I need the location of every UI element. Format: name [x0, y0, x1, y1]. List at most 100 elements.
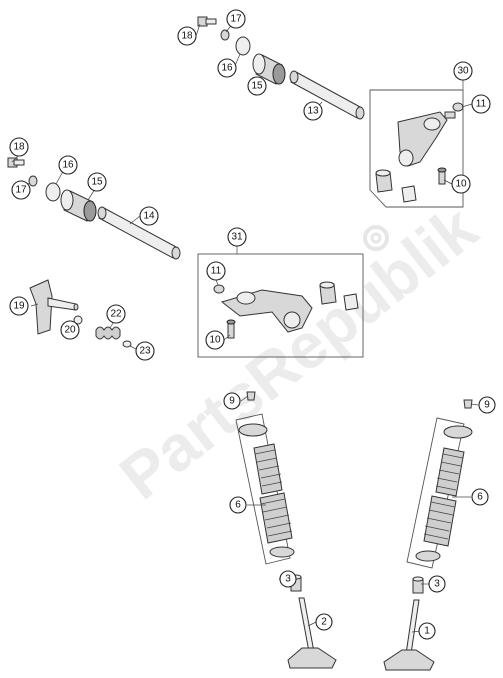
watermark-gear-icon: [363, 225, 389, 251]
inner-spring-right: [435, 447, 465, 497]
bushing-30: [401, 185, 417, 203]
svg-text:17: 17: [230, 14, 242, 25]
svg-text:18: 18: [181, 31, 193, 42]
callout-31: 31: [227, 227, 247, 247]
nut-30: [452, 102, 464, 112]
valve-keeper-left: [246, 391, 256, 401]
rocker-shaft-left: [97, 206, 181, 260]
svg-text:9: 9: [229, 396, 235, 407]
svg-text:16: 16: [221, 63, 233, 74]
inner-spring-left: [253, 443, 283, 495]
callout-23: 23: [135, 341, 155, 361]
callout-2: 2: [315, 613, 333, 631]
callout-9-left: 9: [223, 392, 241, 410]
rocker-arm-31: [220, 289, 313, 333]
rocker-arm-30: [397, 111, 456, 167]
svg-text:22: 22: [110, 309, 122, 320]
svg-text:15: 15: [91, 177, 103, 188]
svg-text:19: 19: [13, 301, 25, 312]
valve-spring-box-left: [235, 413, 295, 565]
adjust-screw-31: [226, 319, 236, 339]
spring-22: [95, 326, 121, 340]
bearing-cap-top: [252, 53, 286, 85]
svg-text:17: 17: [15, 185, 27, 196]
callout-10-top: 10: [451, 174, 471, 194]
svg-text:18: 18: [13, 142, 25, 153]
svg-text:3: 3: [285, 574, 291, 585]
roller-30: [375, 169, 393, 193]
svg-text:16: 16: [62, 160, 74, 171]
callout-6-right: 6: [471, 488, 489, 506]
callout-6-left: 6: [229, 496, 247, 514]
svg-text:14: 14: [143, 211, 155, 222]
spring-seat-left: [269, 546, 295, 558]
nut-31: [213, 284, 225, 294]
svg-text:1: 1: [424, 626, 430, 637]
washer-top: [220, 29, 230, 41]
svg-text:13: 13: [307, 106, 319, 117]
callout-17-top: 17: [226, 9, 246, 29]
svg-text:9: 9: [484, 400, 490, 411]
callout-20: 20: [60, 320, 80, 340]
washer-left: [28, 175, 38, 187]
svg-text:30: 30: [457, 66, 469, 77]
spring-retainer-right: [443, 425, 473, 439]
callout-3-right: 3: [428, 575, 446, 593]
callout-9-right: 9: [478, 396, 496, 414]
watermark: PartsRepublik: [107, 191, 491, 513]
outer-spring-right: [423, 495, 457, 547]
valve-spring-box-right: [406, 417, 473, 569]
rocker-arm-box-31: [197, 246, 364, 358]
bushing-31: [343, 293, 359, 311]
o-ring-top: [235, 36, 251, 56]
callout-22: 22: [106, 304, 126, 324]
bearing-cap-left: [60, 189, 97, 222]
outer-spring-left: [259, 492, 293, 544]
svg-text:15: 15: [251, 81, 263, 92]
callout-17-left: 17: [11, 180, 31, 200]
decompression-lever: [29, 279, 79, 335]
svg-text:2: 2: [321, 617, 327, 628]
callout-14: 14: [139, 206, 159, 226]
screw-top: [197, 16, 217, 27]
spring-retainer-left: [238, 423, 268, 437]
svg-text:10: 10: [455, 179, 467, 190]
callout-30: 30: [453, 61, 473, 81]
watermark-text: PartsRepublik: [107, 191, 491, 513]
svg-text:10: 10: [209, 335, 221, 346]
callout-11-mid: 11: [206, 261, 226, 281]
svg-text:6: 6: [477, 492, 483, 503]
callout-18-left: 18: [9, 137, 29, 157]
valve-keeper-right: [463, 399, 473, 409]
screw-left: [7, 157, 25, 168]
callout-13: 13: [303, 101, 323, 121]
callout-11-top: 11: [471, 94, 491, 114]
circlip-20: [73, 315, 83, 325]
leader-lines: [11, 21, 479, 633]
svg-text:20: 20: [64, 325, 76, 336]
callout-16-left: 16: [58, 155, 78, 175]
callout-16-top: 16: [217, 58, 237, 78]
left-shaft-group: [7, 157, 181, 260]
spring-seat-right: [415, 550, 441, 562]
exhaust-valve-2: [287, 597, 337, 669]
svg-text:3: 3: [434, 579, 440, 590]
callout-18-top: 18: [177, 26, 197, 46]
svg-text:11: 11: [476, 99, 487, 110]
svg-text:31: 31: [231, 232, 243, 243]
circlip-23: [122, 340, 132, 348]
top-shaft-group: [197, 16, 365, 120]
rocker-arm-box-30: [369, 78, 464, 208]
o-ring-left: [45, 182, 61, 202]
valve-stem-seal-right: [412, 576, 424, 594]
callout-3-left: 3: [279, 570, 297, 588]
roller-31: [319, 281, 337, 305]
rocker-shaft-top: [289, 70, 365, 120]
callout-15-left: 15: [87, 172, 107, 192]
callout-15-top: 15: [247, 76, 267, 96]
callout-19: 19: [9, 296, 29, 316]
adjust-screw-30: [437, 167, 447, 185]
svg-text:6: 6: [235, 500, 241, 511]
callout-10-mid: 10: [205, 330, 225, 350]
